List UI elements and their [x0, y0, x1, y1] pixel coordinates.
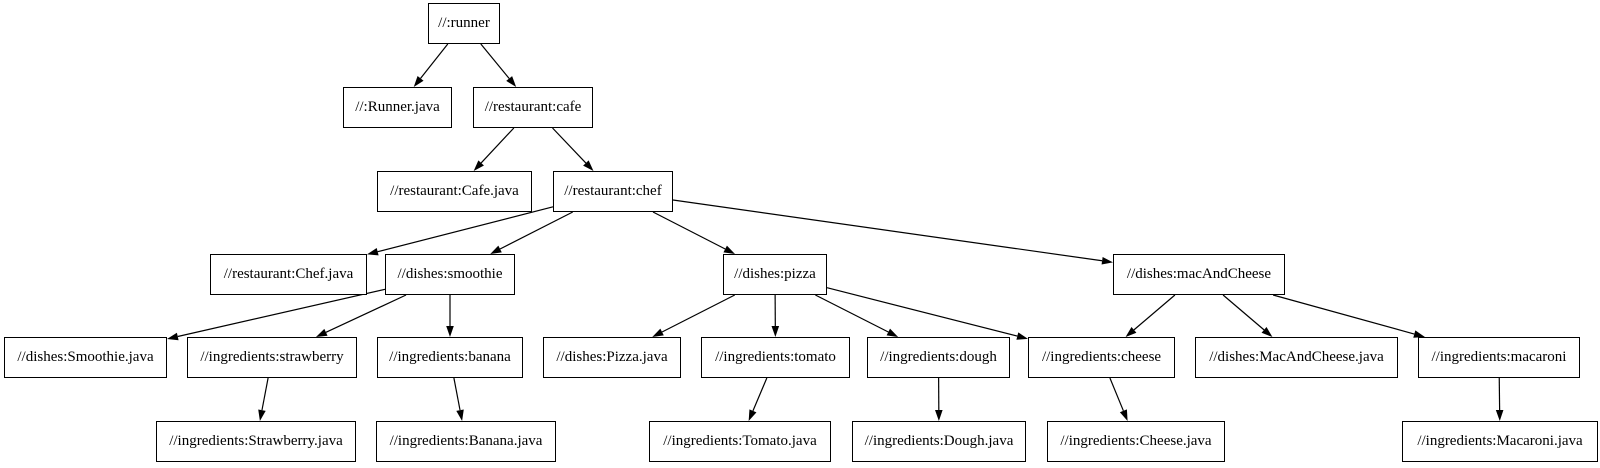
graph-node-runner: //:runner — [428, 3, 500, 44]
graph-node-dough_java: //ingredients:Dough.java — [852, 421, 1026, 462]
graph-node-smoothie: //dishes:smoothie — [385, 254, 515, 295]
graph-node-chef: //restaurant:chef — [553, 171, 673, 212]
graph-edge-cafe-to-cafe_java — [473, 127, 515, 171]
graph-edge-pizza-to-cheese — [826, 287, 1028, 340]
node-label: //restaurant:chef — [564, 183, 662, 199]
graph-edge-smoothie-to-smoothie_java — [167, 288, 386, 341]
graph-edge-pizza-to-dough — [815, 294, 899, 337]
graph-edge-chef-to-chef_java — [367, 206, 554, 256]
graph-edge-tomato-to-tomato_java — [748, 377, 768, 421]
node-label: //ingredients:cheese — [1041, 349, 1162, 365]
node-label: //dishes:pizza — [734, 266, 816, 282]
node-label: //dishes:smoothie — [397, 266, 503, 282]
node-label: //dishes:Smoothie.java — [17, 349, 154, 365]
node-label: //ingredients:dough — [880, 349, 997, 365]
graph-edge-runner-to-cafe — [480, 43, 517, 87]
graph-node-strawberry: //ingredients:strawberry — [187, 337, 357, 378]
graph-edge-cafe-to-chef — [552, 127, 594, 171]
node-label: //dishes:macAndCheese — [1126, 266, 1272, 282]
node-label: //restaurant:cafe — [484, 99, 582, 115]
node-label: //ingredients:Macaroni.java — [1417, 433, 1583, 449]
graph-node-banana_java: //ingredients:Banana.java — [376, 421, 556, 462]
node-label: //dishes:MacAndCheese.java — [1209, 349, 1384, 365]
graph-node-cafe: //restaurant:cafe — [473, 87, 593, 128]
graph-edge-strawberry-to-strawberry_java — [258, 377, 269, 421]
graph-node-chef_java: //restaurant:Chef.java — [210, 254, 367, 295]
graph-node-cafe_java: //restaurant:Cafe.java — [377, 171, 532, 212]
graph-node-runner_java: //:Runner.java — [343, 87, 452, 128]
node-label: //ingredients:macaroni — [1431, 349, 1567, 365]
graph-edge-dough-to-dough_java — [935, 377, 943, 421]
graph-edge-smoothie-to-strawberry — [315, 294, 407, 337]
node-label: //ingredients:Cheese.java — [1060, 433, 1212, 449]
node-label: //:Runner.java — [355, 99, 440, 115]
graph-node-macaroni: //ingredients:macaroni — [1418, 337, 1580, 378]
node-label: //ingredients:Tomato.java — [663, 433, 817, 449]
node-label: //restaurant:Chef.java — [223, 266, 354, 282]
graph-node-smoothie_java: //dishes:Smoothie.java — [4, 337, 167, 378]
node-label: //dishes:Pizza.java — [556, 349, 668, 365]
graph-node-strawberry_java: //ingredients:Strawberry.java — [156, 421, 356, 462]
node-label: //ingredients:Banana.java — [389, 433, 543, 449]
graph-edge-macandcheese-to-macandcheese_java — [1222, 294, 1273, 337]
node-label: //ingredients:Strawberry.java — [169, 433, 343, 449]
graph-edge-pizza-to-pizza_java — [652, 294, 736, 337]
node-label: //:runner — [438, 15, 490, 31]
graph-edge-cheese-to-cheese_java — [1109, 377, 1128, 421]
graph-edge-chef-to-pizza — [652, 211, 735, 254]
graph-edge-smoothie-to-banana — [446, 295, 454, 337]
graph-node-tomato: //ingredients:tomato — [701, 337, 850, 378]
graph-node-tomato_java: //ingredients:Tomato.java — [649, 421, 831, 462]
graph-edge-pizza-to-tomato — [771, 294, 780, 337]
graph-node-macaroni_java: //ingredients:Macaroni.java — [1402, 421, 1598, 462]
graph-edge-macandcheese-to-macaroni — [1272, 294, 1425, 338]
graph-edge-chef-to-macandcheese — [672, 199, 1113, 265]
graph-node-pizza_java: //dishes:Pizza.java — [543, 337, 681, 378]
graph-node-macandcheese: //dishes:macAndCheese — [1113, 254, 1285, 295]
node-label: //ingredients:Dough.java — [864, 433, 1014, 449]
graph-node-cheese: //ingredients:cheese — [1028, 337, 1175, 378]
graph-edge-banana-to-banana_java — [453, 377, 464, 421]
graph-edge-macaroni-to-macaroni_java — [1495, 377, 1504, 421]
node-label: //restaurant:Cafe.java — [390, 183, 519, 199]
graph-node-dough: //ingredients:dough — [867, 337, 1010, 378]
graph-node-banana: //ingredients:banana — [377, 337, 523, 378]
graph-edge-runner-to-runner_java — [413, 43, 449, 87]
node-label: //ingredients:strawberry — [200, 349, 344, 365]
graph-edge-chef-to-smoothie — [490, 211, 574, 254]
graph-node-pizza: //dishes:pizza — [723, 254, 827, 295]
graph-node-cheese_java: //ingredients:Cheese.java — [1047, 421, 1225, 462]
node-label: //ingredients:tomato — [715, 349, 836, 365]
graph-edge-macandcheese-to-cheese — [1125, 294, 1176, 337]
node-label: //ingredients:banana — [389, 349, 511, 365]
graph-node-macandcheese_java: //dishes:MacAndCheese.java — [1195, 337, 1398, 378]
